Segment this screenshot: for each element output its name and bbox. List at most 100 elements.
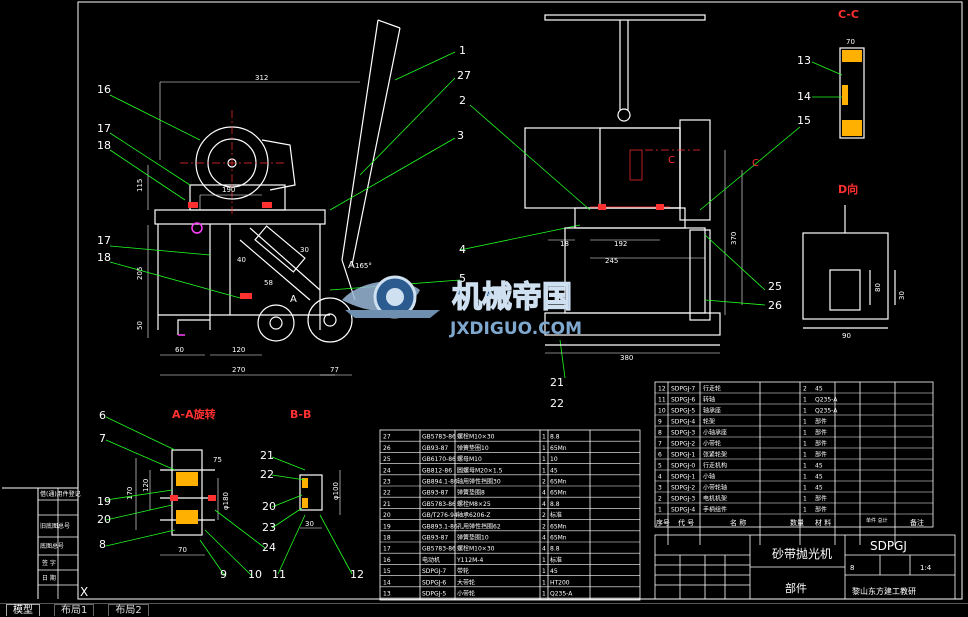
dim-50: 50 — [136, 321, 144, 330]
bom-cell: 1 — [803, 408, 807, 415]
bom-cell: 26 — [383, 445, 391, 452]
balloon-12: 12 — [350, 568, 364, 581]
bom-cell: 圆螺母M20×1.5 — [457, 466, 503, 474]
dim-120: 120 — [232, 346, 245, 354]
balloon-22: 22 — [260, 468, 274, 481]
dim-180: φ180 — [222, 492, 230, 510]
abrasive-belt — [178, 222, 203, 336]
tab-model[interactable]: 模型 — [6, 604, 40, 616]
bom-cell: SDPGJ-1 — [671, 474, 695, 481]
watermark: 机械帝国 JXDIGUO.COM — [342, 275, 582, 339]
bom-right-grid — [654, 381, 934, 545]
dimension-labels: 312 190 115 50 60 120 270 77 205 40 30 1… — [126, 38, 906, 554]
bom-cell: 10 — [550, 456, 558, 463]
bom-cell: 带轮 — [457, 567, 469, 575]
bom-cell: 45 — [815, 386, 823, 393]
dim-60: 60 — [175, 346, 184, 354]
bom-cell: 小轴承座 — [703, 429, 727, 437]
dim-40: 40 — [237, 256, 246, 264]
dim-170: 170 — [126, 487, 134, 500]
tab-layout-2[interactable]: 布局2 — [108, 604, 149, 616]
title-type: 部件 — [785, 581, 807, 595]
section-d — [802, 205, 896, 329]
bom-cell: 2 — [542, 479, 546, 486]
bom-cell: 13 — [383, 591, 391, 598]
bom-cell: GB/T276-94 — [422, 512, 458, 519]
dim-30: 30 — [300, 246, 309, 254]
balloon-15: 15 — [797, 114, 811, 127]
dim-192: 192 — [614, 240, 627, 248]
section-mark-a2: A — [348, 260, 355, 271]
balloon-24: 24 — [262, 541, 276, 554]
bom-cell: 22 — [383, 490, 391, 497]
balloon-1: 1 — [459, 44, 466, 57]
dim-205: 205 — [136, 267, 144, 280]
bom-cell: 1 — [803, 474, 807, 481]
bom-cell: 螺栓M8×25 — [457, 500, 491, 508]
bom-cell: SDPGJ-2 — [671, 485, 695, 492]
bom-cell: GB93-87 — [422, 490, 448, 497]
balloons: 1 2 3 4 5 6 7 8 9 10 11 12 13 14 15 16 1… — [97, 44, 811, 581]
bom-cell: HT200 — [550, 579, 570, 586]
bom-cell: SDPGJ-5 — [422, 591, 446, 598]
side-leaders — [469, 104, 801, 306]
dim-70: 70 — [846, 38, 855, 46]
heading-cc: C-C — [838, 8, 859, 21]
balloon-18b: 18 — [97, 251, 111, 264]
dim-30c: 30 — [305, 520, 314, 528]
bom-cell: GB894.1-86 — [422, 479, 458, 486]
bom-cell: 4 — [658, 474, 662, 481]
bom-cell: 轴用弹性挡圈30 — [457, 478, 501, 486]
bom-cell: 9 — [658, 419, 662, 426]
bom-cell: 螺栓M10×30 — [457, 433, 495, 441]
bom-cell: Y112M-4 — [456, 557, 483, 564]
dim-80: 80 — [874, 283, 882, 292]
bom-cell: 1 — [542, 568, 546, 575]
dim-165: 165° — [355, 262, 372, 270]
dim-270: 270 — [232, 366, 245, 374]
balloon-25: 25 — [768, 280, 782, 293]
bom-cell: 4 — [542, 490, 546, 497]
bom-cell: 4 — [542, 546, 546, 553]
balloon-16: 16 — [97, 83, 111, 96]
bom-cell: 行走机构 — [703, 462, 727, 470]
section-marks: A A C C — [290, 155, 759, 305]
bom-cell: SDPGJ-1 — [671, 452, 695, 459]
bom-cell: 1 — [542, 557, 546, 564]
bom-cell: 4 — [542, 535, 546, 542]
dim-30b: 30 — [898, 291, 906, 300]
clamps — [188, 202, 272, 299]
bom-cell: 1 — [803, 507, 807, 514]
bom-cell: 弹簧垫圈8 — [457, 489, 485, 497]
bom-cell: 电动机 — [422, 556, 440, 564]
bom-cell: 12 — [658, 386, 666, 393]
title-name: 砂带抛光机 — [772, 546, 832, 561]
bom-cell: 17 — [383, 546, 391, 553]
left-margin-table — [38, 488, 78, 599]
balloon-18a: 18 — [97, 139, 111, 152]
side-dims — [545, 150, 743, 354]
bom-cell: 1 — [803, 419, 807, 426]
heading-d: D向 — [838, 182, 858, 196]
tab-layout-1[interactable]: 布局1 — [54, 604, 95, 616]
bom-cell: 3 — [658, 485, 662, 492]
balloon-20b: 20 — [262, 500, 276, 513]
bom-cell: SDPGJ-4 — [671, 419, 695, 426]
watermark-en: JXDIGUO.COM — [449, 319, 582, 339]
bom-cell: 45 — [815, 485, 823, 492]
bom-cell: 65Mn — [550, 479, 567, 486]
balloon-22b: 22 — [550, 397, 564, 410]
bom-cell: 65Mn — [550, 445, 567, 452]
dim-75: 75 — [213, 456, 222, 464]
bom-cell: 大带轮 — [457, 578, 475, 586]
dim-58: 58 — [264, 279, 273, 287]
bom-cell: SDPGJ-0 — [671, 463, 695, 470]
bom-cell: 8 — [658, 430, 662, 437]
bom-cell: 8.8 — [550, 546, 560, 553]
bom-cell: GB6170-86 — [422, 456, 456, 463]
bom-cell: 小带轮轴 — [703, 484, 727, 492]
left-margin-labels: 借(通)用件登记 旧底图总号 底图总号 签 字 日 期 — [40, 490, 81, 582]
